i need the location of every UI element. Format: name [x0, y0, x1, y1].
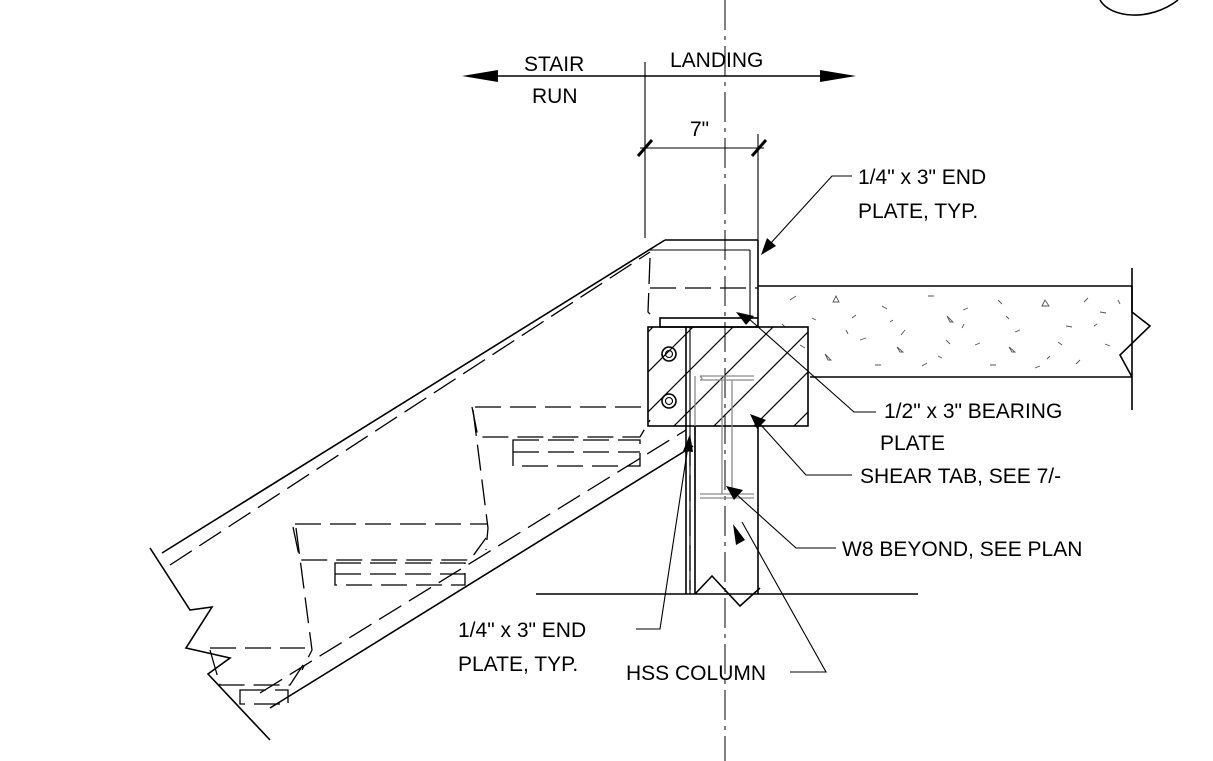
bearing-plate-line1: 1/2" x 3" BEARING	[884, 400, 1062, 423]
concrete-slab	[758, 268, 1152, 410]
plate-width-label: 7"	[690, 118, 709, 141]
stair-label: STAIR	[524, 53, 584, 76]
end-plate-top-line1: 1/4" x 3" END	[858, 166, 986, 189]
leader-lines	[636, 175, 876, 673]
stair-stringer	[149, 239, 759, 741]
end-plate-bottom-line2: PLATE, TYP.	[458, 653, 578, 676]
hss-column-label: HSS COLUMN	[626, 662, 766, 685]
detail-number-bubble	[1099, 0, 1179, 16]
run-label: RUN	[532, 85, 578, 108]
concrete-stipple	[781, 294, 1121, 369]
shear-tab-label: SHEAR TAB, SEE 7/-	[860, 465, 1061, 488]
plate-width-dimension	[636, 134, 768, 240]
bearing-plate-line2: PLATE	[880, 432, 945, 455]
hatched-support-block	[647, 326, 809, 427]
stair-landing-dimension	[462, 62, 856, 238]
w8-beam-label: W8 BEYOND, SEE PLAN	[842, 538, 1082, 561]
end-plate-top-line2: PLATE, TYP.	[858, 200, 978, 223]
hss-column	[685, 327, 761, 608]
stair-treads	[209, 406, 651, 705]
landing-label: LANDING	[670, 49, 763, 72]
end-plate-bottom-line1: 1/4" x 3" END	[458, 619, 586, 642]
